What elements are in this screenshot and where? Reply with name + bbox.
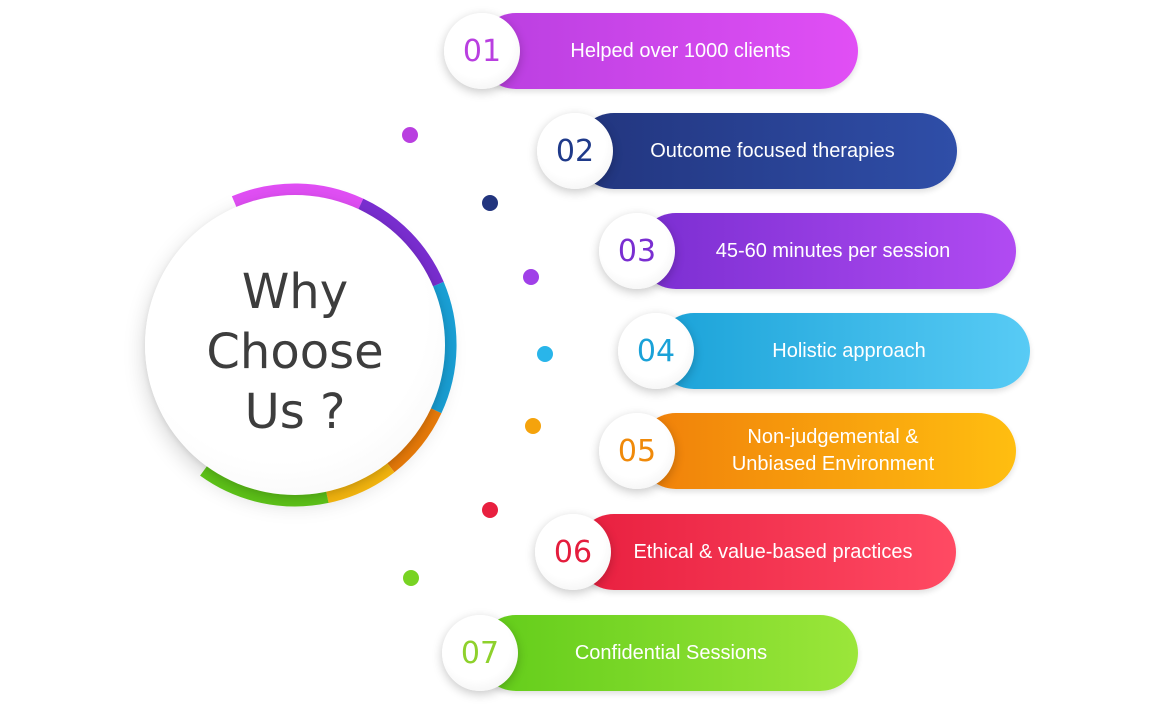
ring-segment-5 (325, 460, 395, 503)
item-6-banner: Ethical & value-based practices (576, 514, 956, 590)
item-1-text: Helped over 1000 clients (570, 39, 791, 62)
item-1-banner: Helped over 1000 clients (478, 13, 858, 89)
center-title: Why Choose Us ? (175, 262, 415, 442)
item-1-number-badge: 01 (444, 13, 520, 89)
item-6-number: 06 (553, 534, 593, 570)
item-2-banner: Outcome focused therapies (576, 113, 957, 189)
item-4-number-badge: 04 (618, 313, 694, 389)
connector-dot-3 (523, 269, 539, 285)
item-7-text: Confidential Sessions (574, 641, 768, 664)
connector-dot-7 (403, 570, 419, 586)
connector-dot-1 (402, 127, 418, 143)
item-3-number-badge: 03 (599, 213, 675, 289)
connector-dot-2 (482, 195, 498, 211)
title-line-2: Choose (206, 324, 384, 380)
item-3-text: 45-60 minutes per session (715, 239, 951, 262)
item-5-text-line-2: Unbiased Environment (731, 453, 935, 475)
item-4-banner: Holistic approach (656, 313, 1030, 389)
item-4-text: Holistic approach (772, 339, 926, 362)
item-2-number: 02 (555, 133, 595, 169)
connector-dot-4 (537, 346, 553, 362)
ring-segment-3 (427, 281, 457, 414)
item-5-number: 05 (617, 433, 657, 469)
ring-segment-1 (231, 183, 364, 213)
item-2-text: Outcome focused therapies (650, 139, 895, 162)
title-line-3: Us ? (244, 384, 346, 440)
item-5-text-line-1: Non-judgemental & (747, 426, 919, 448)
item-1-number: 01 (462, 33, 502, 69)
title-line-1: Why (241, 264, 349, 320)
ring-segment-2 (356, 198, 444, 288)
connector-dot-6 (482, 502, 498, 518)
ring-segment-4 (385, 406, 442, 473)
center-circle (145, 195, 445, 495)
connector-dot-5 (525, 418, 541, 434)
ring-segment-6 (200, 463, 329, 507)
item-3-number: 03 (617, 233, 657, 269)
item-7-banner: Confidential Sessions (478, 615, 858, 691)
item-2-number-badge: 02 (537, 113, 613, 189)
item-4-number: 04 (636, 333, 676, 369)
item-5-banner: Non-judgemental & Unbiased Environment (638, 413, 1016, 489)
item-6-number-badge: 06 (535, 514, 611, 590)
item-7-number: 07 (460, 635, 500, 671)
item-6-text: Ethical & value-based practices (633, 540, 913, 563)
item-7-number-badge: 07 (442, 615, 518, 691)
item-3-banner: 45-60 minutes per session (638, 213, 1016, 289)
item-5-number-badge: 05 (599, 413, 675, 489)
